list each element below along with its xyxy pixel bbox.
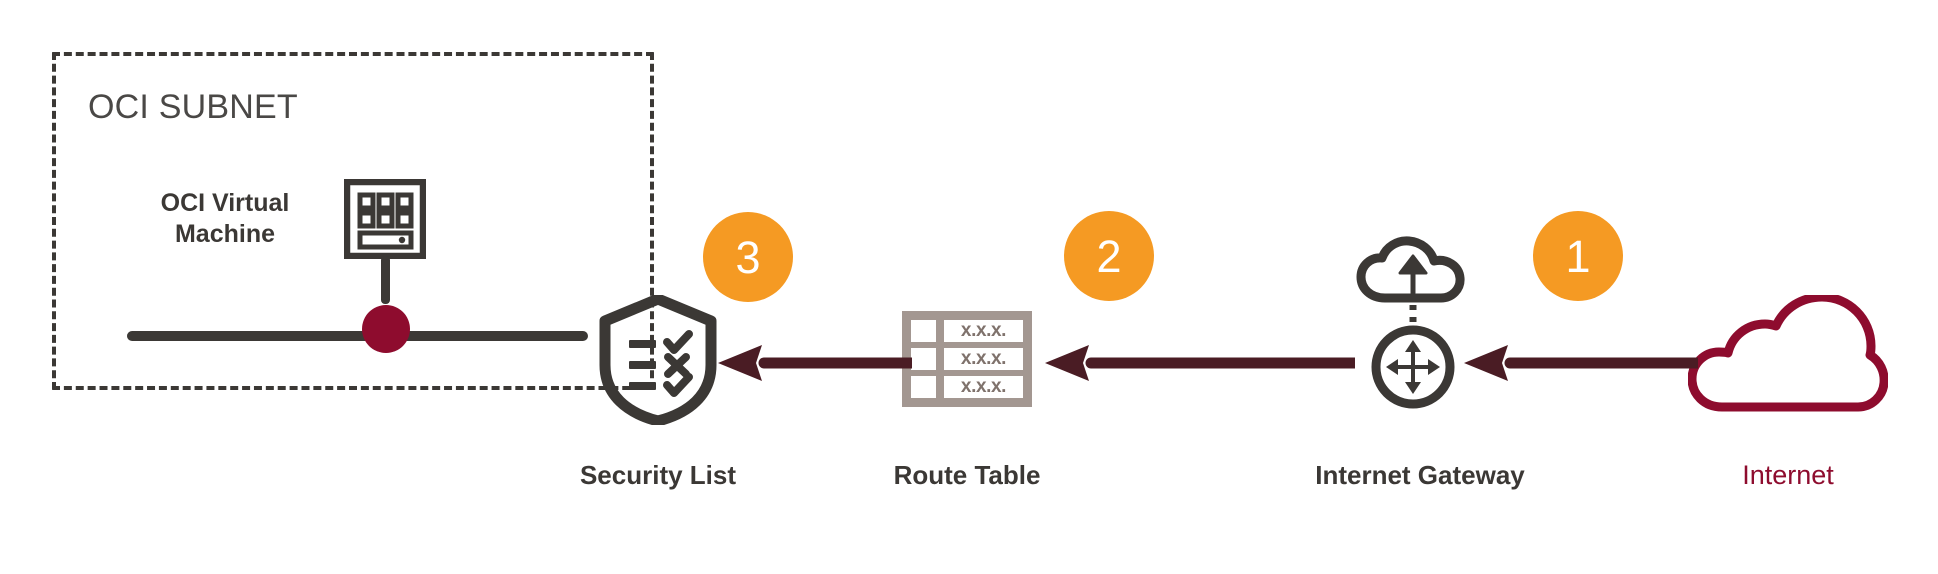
oci-subnet-title: OCI SUBNET [88, 88, 298, 126]
route-table-caption: Route Table [893, 460, 1041, 490]
vm-connector-stem [381, 256, 390, 304]
route-table-icon: x.x.x. x.x.x. x.x.x. [902, 311, 1032, 407]
route-table-row-value: x.x.x. [944, 376, 1023, 398]
network-junction-dot [362, 305, 410, 353]
vm-label-line-2: Machine [174, 219, 276, 248]
route-table-row: x.x.x. [911, 320, 1023, 342]
vm-label-line-1: OCI Virtual [160, 189, 290, 217]
arrow-route-table-to-security-list [716, 340, 918, 386]
arrow-internet-gateway-to-route-table [1043, 340, 1361, 386]
oci-virtual-machine-label: OCI Virtual Machine [130, 188, 320, 249]
security-list-caption: Security List [579, 460, 737, 490]
route-table-row: x.x.x. [911, 348, 1023, 370]
arrow-internet-to-internet-gateway [1462, 340, 1704, 386]
oci-subnet-boundary [52, 52, 654, 390]
step-badge-3: 3 [703, 212, 793, 302]
route-table-row-value: x.x.x. [944, 348, 1023, 370]
virtual-machine-icon [343, 178, 427, 260]
subnet-bus-line [127, 331, 588, 341]
internet-gateway-icon [1355, 235, 1475, 410]
cloud-icon [1687, 292, 1889, 415]
route-table-row-chip [911, 376, 936, 398]
route-table-row-chip [911, 320, 936, 342]
route-table-row-value: x.x.x. [944, 320, 1023, 342]
route-table-row-chip [911, 348, 936, 370]
step-badge-2: 2 [1064, 211, 1154, 301]
internet-gateway-caption: Internet Gateway [1315, 460, 1525, 490]
shield-checklist-icon [597, 293, 719, 427]
step-badge-1: 1 [1533, 211, 1623, 301]
internet-caption: Internet [1742, 460, 1834, 490]
route-table-row: x.x.x. [911, 376, 1023, 398]
